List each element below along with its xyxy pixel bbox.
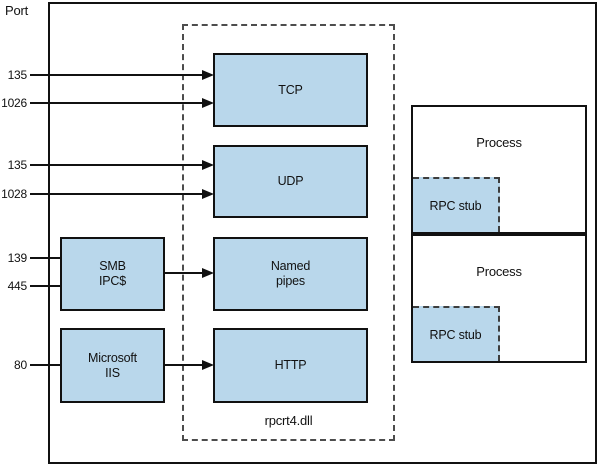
rpc-stub-box-1: RPC stub bbox=[413, 177, 500, 232]
iis-label-line2: IIS bbox=[105, 365, 120, 380]
named-pipes-label-line1: Named bbox=[270, 259, 311, 273]
process-1-label: Process bbox=[476, 135, 522, 150]
udp-label: UDP bbox=[277, 174, 304, 188]
rpc-stub-box-2: RPC stub bbox=[413, 306, 500, 361]
process-box-2: Process RPC stub bbox=[411, 234, 587, 363]
arrowhead-1026-tcp bbox=[202, 98, 214, 108]
rpcrt4-dll-container bbox=[182, 24, 395, 441]
arrow-line-iis-http bbox=[165, 364, 202, 366]
rpc-stub-1-label: RPC stub bbox=[429, 198, 482, 213]
line-445-smb bbox=[30, 285, 60, 287]
arrowhead-135-udp bbox=[202, 160, 214, 170]
tcp-box: TCP bbox=[213, 53, 368, 127]
http-label: HTTP bbox=[274, 358, 307, 372]
rpcrt4-dll-label: rpcrt4.dll bbox=[264, 413, 313, 428]
port-axis-label: Port bbox=[5, 3, 29, 18]
udp-box: UDP bbox=[213, 145, 368, 218]
line-139-smb bbox=[30, 257, 60, 259]
smb-label-line2: IPC$ bbox=[99, 274, 126, 288]
microsoft-iis-box: Microsoft IIS bbox=[60, 328, 165, 403]
arrow-line-135-tcp bbox=[30, 74, 202, 76]
port-label-139: 139 bbox=[7, 251, 28, 265]
named-pipes-label-line2: pipes bbox=[276, 274, 305, 288]
iis-label-line1: Microsoft bbox=[88, 350, 137, 365]
arrowhead-smb-namedpipes bbox=[202, 268, 214, 278]
arrowhead-135-tcp bbox=[202, 70, 214, 80]
process-box-1: Process RPC stub bbox=[411, 105, 587, 234]
port-label-135-udp: 135 bbox=[7, 158, 28, 172]
port-label-80: 80 bbox=[14, 358, 27, 372]
arrowhead-iis-http bbox=[202, 360, 214, 370]
arrowhead-1028-udp bbox=[202, 189, 214, 199]
rpc-stub-2-label: RPC stub bbox=[429, 327, 482, 342]
arrow-line-135-udp bbox=[30, 164, 202, 166]
arrow-line-1026-tcp bbox=[30, 102, 202, 104]
port-label-445: 445 bbox=[7, 279, 28, 293]
process-2-label: Process bbox=[476, 264, 522, 279]
port-label-135-tcp: 135 bbox=[7, 68, 28, 82]
smb-ipc-box: SMB IPC$ bbox=[60, 237, 165, 311]
outer-frame bbox=[48, 2, 597, 464]
port-label-1026: 1026 bbox=[1, 96, 27, 110]
tcp-label: TCP bbox=[278, 82, 303, 97]
port-label-1028: 1028 bbox=[1, 187, 27, 201]
smb-label-line1: SMB bbox=[99, 259, 126, 273]
arrow-line-1028-udp bbox=[30, 193, 202, 195]
line-80-iis bbox=[30, 364, 60, 366]
arrow-line-smb-namedpipes bbox=[165, 272, 202, 274]
named-pipes-box: Named pipes bbox=[213, 237, 368, 311]
http-box: HTTP bbox=[213, 328, 368, 403]
